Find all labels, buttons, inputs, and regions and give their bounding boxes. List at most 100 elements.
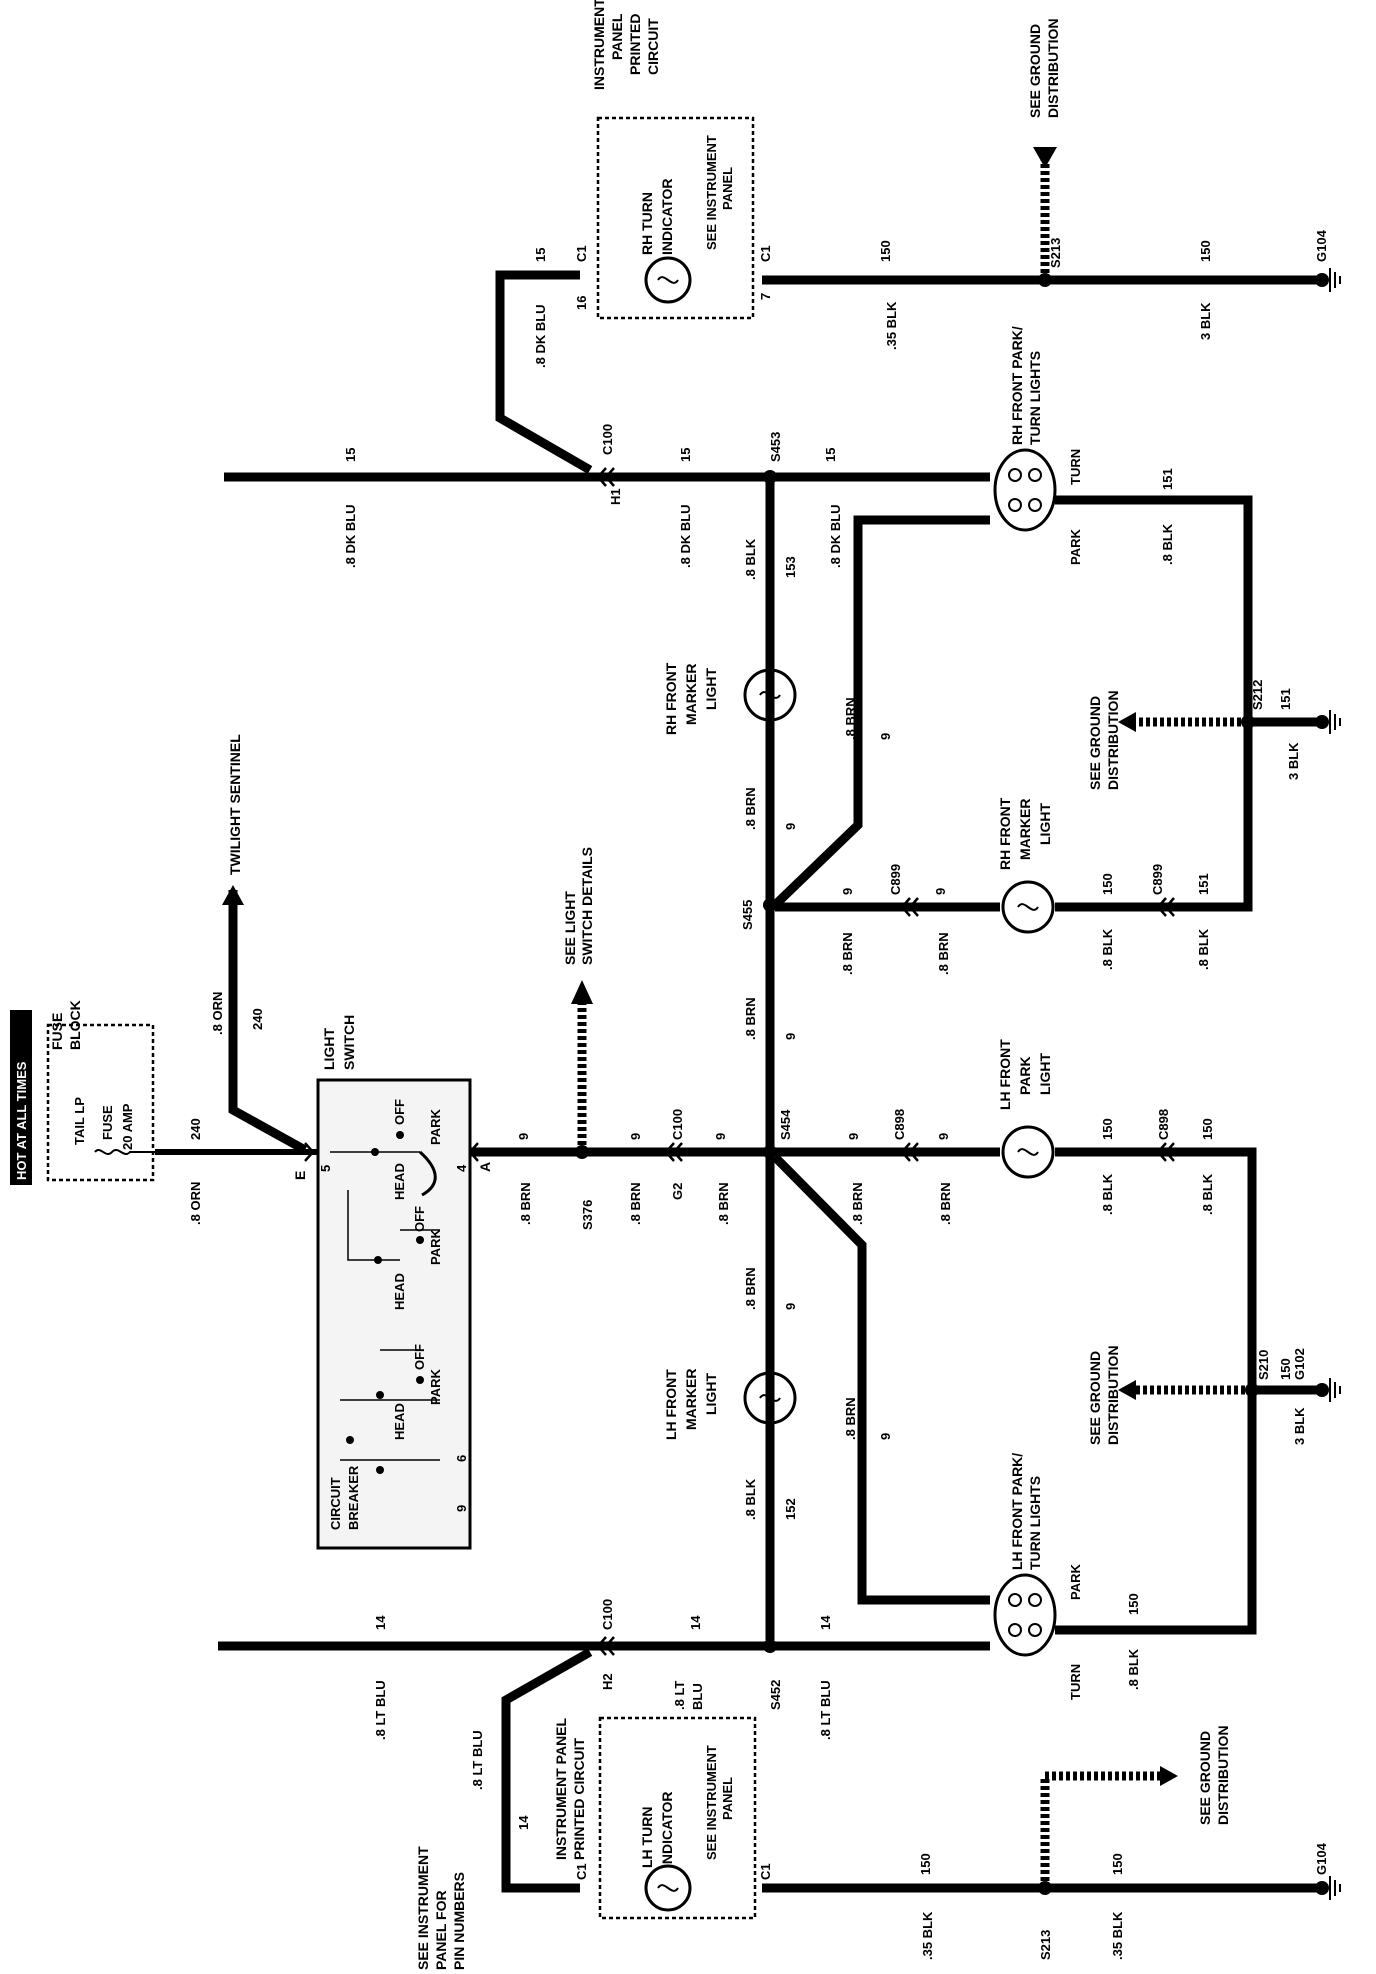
ground-note-s210-1: SEE GROUND: [1087, 1351, 1103, 1445]
label-g102: G102: [1292, 1348, 1307, 1380]
label-9-switch: 9: [516, 1133, 531, 1140]
label-g104-bottom: G104: [1314, 1842, 1329, 1875]
fuse-name-2: FUSE: [100, 1105, 115, 1140]
wire-to-lh-indicator: [501, 1648, 593, 1893]
switch-off-1: OFF: [392, 1099, 407, 1125]
label-brn-s454: .8 BRN: [850, 1182, 865, 1225]
fuse-block-title-2: BLOCK: [67, 1000, 83, 1050]
ground-symbols: [1315, 268, 1341, 1900]
wire-s454-lhturn: [771, 1153, 990, 1605]
label-15-in: 15: [343, 448, 358, 462]
label-9-c899: 9: [933, 888, 948, 895]
label-brn-switch: .8 BRN: [518, 1182, 533, 1225]
splice-s454-dot: [763, 1145, 777, 1159]
label-brn-s455: .8 BRN: [840, 932, 855, 975]
fuse-rating: 20 AMP: [120, 1103, 135, 1150]
ground-note-top-1: SEE GROUND: [1027, 24, 1043, 118]
label-brn-c899: .8 BRN: [936, 932, 951, 975]
connector-c899-right-icon: [1156, 897, 1175, 917]
fuse-block: FUSE BLOCK TAIL LP FUSE 20 AMP: [46, 1000, 155, 1182]
label-9-trunk-2: 9: [783, 1033, 798, 1040]
label-blk-151: .8 BLK: [1160, 523, 1175, 565]
arrow-ground-top-icon: [1033, 147, 1057, 168]
label-orn-b: .8 ORN: [210, 992, 225, 1035]
lh-marker-label-1: LH FRONT: [663, 1369, 679, 1440]
rh-turn-indicator-box: RH TURN INDICATOR SEE INSTRUMENT PANEL I…: [591, 0, 755, 320]
label-3blk-s212: 3 BLK: [1286, 742, 1301, 780]
wire-labels: .8 DK BLU 15 H1 C100 .8 DK BLU 15 S453 1…: [188, 229, 1329, 1960]
connector-c898-right-icon: [1156, 1142, 1175, 1162]
label-blk-c898b: .8 BLK: [1200, 1173, 1215, 1215]
lh-indicator-label: INDICATOR: [659, 1792, 675, 1868]
switch-pin-a: A: [477, 1162, 493, 1172]
label-c1-top-right: C1: [758, 245, 773, 262]
lh-front-park-light-lamp-icon: [1001, 1125, 1055, 1179]
splice-s210-dot: [1245, 1383, 1259, 1397]
ip-instrument: INSTRUMENT: [591, 0, 607, 90]
hot-at-all-times-label: HOT AT ALL TIMES: [14, 1061, 29, 1180]
ipanel-note-2: PANEL FOR: [433, 1890, 449, 1970]
rh-see-instrument: SEE INSTRUMENT: [704, 135, 719, 250]
label-9-trunk-3: 9: [783, 1303, 798, 1310]
switch-breaker-label: BREAKER: [346, 1465, 361, 1530]
connector-c100-bottom-icon: [596, 1636, 615, 1656]
lh-turn-indicator-box: LH TURN INDICATOR SEE INSTRUMENT PANEL I…: [553, 1716, 757, 1920]
lh-marker-label-2: MARKER: [683, 1369, 699, 1430]
label-9-rhpark: 9: [878, 733, 893, 740]
label-blk-151b: .8 BLK: [1196, 928, 1211, 970]
rh-marker-label-1: RH FRONT: [663, 662, 679, 735]
label-c100-mid: C100: [670, 1109, 685, 1140]
label-151-top: 151: [1160, 468, 1175, 490]
label-150-c898: 150: [1100, 1118, 1115, 1140]
lh-turn-label: LH TURN: [639, 1807, 655, 1868]
label-blk-lhturn: .8 BLK: [1126, 1648, 1141, 1690]
lh-front-marker-lamp-icon: [743, 1371, 797, 1425]
label-dkblu-in: .8 DK BLU: [343, 504, 358, 568]
switch-off-2: OFF: [412, 1206, 427, 1232]
ip-panel: PANEL: [609, 13, 625, 60]
wire-lhpark-150: [1055, 1147, 1257, 1390]
label-h1: H1: [608, 488, 623, 505]
splice-s453-dot: [763, 470, 777, 484]
connector-c898-left-icon: [900, 1142, 919, 1162]
label-240-b: 240: [250, 1008, 265, 1030]
label-s452: S452: [768, 1680, 783, 1710]
lh-front-park-turn-lamp-icon: [993, 1573, 1057, 1657]
ground-note-s210-2: DISTRIBUTION: [1105, 1345, 1121, 1445]
label-3blk-s210: 3 BLK: [1292, 1407, 1307, 1445]
switch-pin-9: 9: [454, 1505, 469, 1512]
wire-rhpark-151: [1055, 495, 1253, 722]
splice-s213-bottom-dot: [1038, 1881, 1052, 1895]
light-switch-details-note-2: SWITCH DETAILS: [579, 847, 595, 965]
wire-twilight: [228, 890, 308, 1154]
label-15-ind: 15: [533, 248, 548, 262]
rh-turn-label: RH TURN: [639, 192, 655, 255]
label-16: 16: [574, 296, 589, 310]
lh-park-turn-label-1: LH FRONT PARK/: [1009, 1453, 1025, 1570]
label-s455: S455: [740, 900, 755, 930]
label-g2: G2: [670, 1183, 685, 1200]
splice-s376-dot: [575, 1145, 589, 1159]
label-c1-bottom-left: C1: [574, 1863, 589, 1880]
splice-s212-dot: [1241, 715, 1255, 729]
label-s213-bottom: S213: [1038, 1930, 1053, 1960]
fuse-symbol-icon: [94, 1149, 155, 1155]
switch-pin-5: 5: [318, 1165, 333, 1172]
light-switch: LIGHT SWITCH E 5 A 4 6 9 OFF HEAD PARK O…: [292, 1015, 493, 1550]
arrow-ground-s212-icon: [1118, 712, 1136, 732]
label-153: 153: [783, 556, 798, 578]
label-7: 7: [758, 293, 773, 300]
hot-label-box: HOT AT ALL TIMES: [10, 1010, 32, 1185]
label-h2: H2: [600, 1673, 615, 1690]
label-c899-right: C899: [1150, 864, 1165, 895]
lh-park-turn-park: PARK: [1068, 1564, 1083, 1600]
switch-circuit-label: CIRCUIT: [328, 1477, 343, 1530]
label-9-g2: 9: [713, 1133, 728, 1140]
label-dkblu-ind: .8 DK BLU: [533, 304, 548, 368]
label-ltblu-in: .8 LT BLU: [373, 1680, 388, 1740]
light-switch-title-2: SWITCH: [341, 1015, 357, 1070]
ground-note-bottom-1: SEE GROUND: [1197, 1731, 1213, 1825]
ground-s212-icon: [1315, 710, 1341, 734]
label-brn-trunk-2: .8 BRN: [743, 997, 758, 1040]
